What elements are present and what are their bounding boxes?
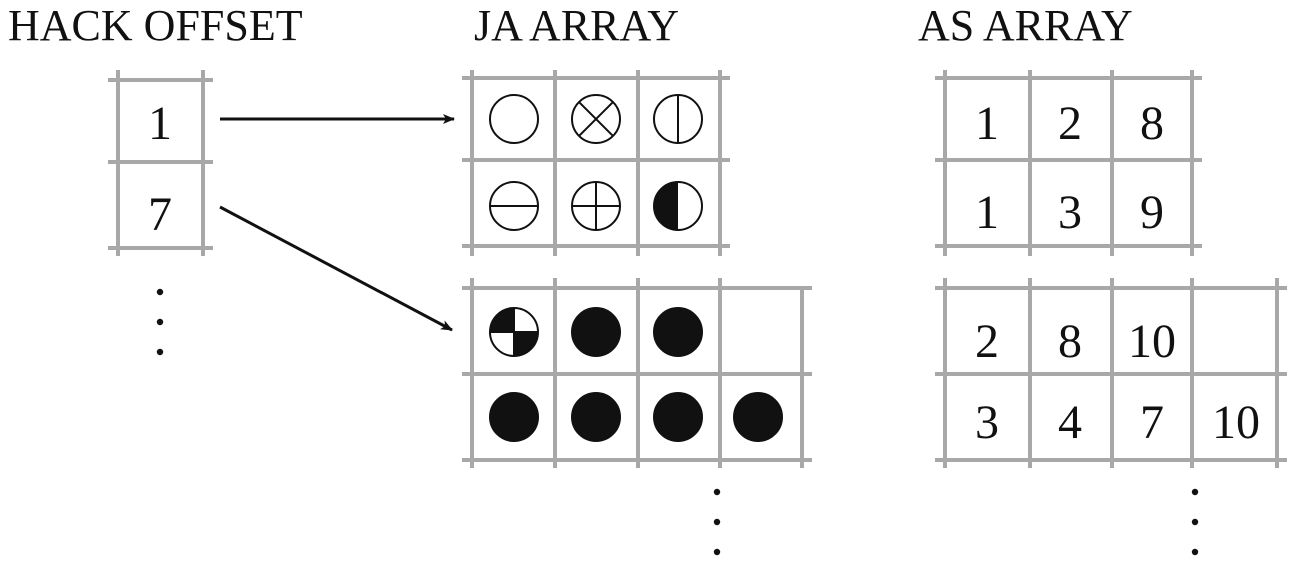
ja-array-block-2	[489, 307, 783, 442]
ja-array-block-2-grid	[462, 278, 812, 468]
circle-plus-icon	[571, 181, 621, 231]
as-array-cell: 4	[1058, 396, 1082, 449]
filled-circle-icon	[653, 307, 703, 357]
hack-offset-value-2: 7	[148, 188, 172, 241]
as-array-cell: 1	[975, 97, 999, 150]
filled-circle-icon	[653, 392, 703, 442]
hack-offset-title: HACK OFFSET	[8, 1, 303, 50]
filled-circle-icon	[733, 392, 783, 442]
circle-vertical-line-icon	[653, 94, 703, 144]
filled-circle-icon	[571, 392, 621, 442]
as-array-cell: 2	[975, 315, 999, 368]
as-array-cell: 8	[1140, 97, 1164, 150]
as-array-block-1: 1 2 8 1 3 9	[975, 97, 1164, 239]
as-array-cell: 10	[1212, 396, 1260, 449]
as-array-ellipsis	[1191, 488, 1199, 556]
hack-offset-grid	[108, 70, 213, 256]
pointer-arrow-2	[219, 205, 453, 332]
as-array-block-2-grid	[935, 278, 1287, 468]
ja-array-title: JA ARRAY	[474, 1, 679, 50]
ja-array-block-1	[489, 94, 703, 231]
as-array-block-2: 2 8 10 3 4 7 10	[975, 315, 1260, 449]
circle-horizontal-line-icon	[489, 181, 539, 231]
as-array-title: AS ARRAY	[918, 1, 1133, 50]
as-array-cell: 1	[975, 186, 999, 239]
as-array-cell: 10	[1128, 315, 1176, 368]
filled-circle-icon	[571, 307, 621, 357]
as-array-cell: 3	[975, 396, 999, 449]
as-array-cell: 8	[1058, 315, 1082, 368]
quartered-circle-icon	[489, 307, 539, 357]
filled-circle-icon	[489, 392, 539, 442]
as-array-cell: 7	[1140, 396, 1164, 449]
hack-offset-ellipsis	[156, 288, 164, 356]
as-array-block-1-grid	[935, 70, 1202, 256]
circle-x-icon	[571, 94, 621, 144]
as-array-cell: 9	[1140, 186, 1164, 239]
open-circle-icon	[489, 94, 539, 144]
half-filled-circle-icon	[653, 181, 703, 231]
ja-array-ellipsis	[713, 488, 721, 556]
as-array-cell: 3	[1058, 186, 1082, 239]
ja-array-block-1-grid	[462, 70, 730, 256]
as-array-cell: 2	[1058, 97, 1082, 150]
hack-offset-value-1: 1	[148, 97, 172, 150]
